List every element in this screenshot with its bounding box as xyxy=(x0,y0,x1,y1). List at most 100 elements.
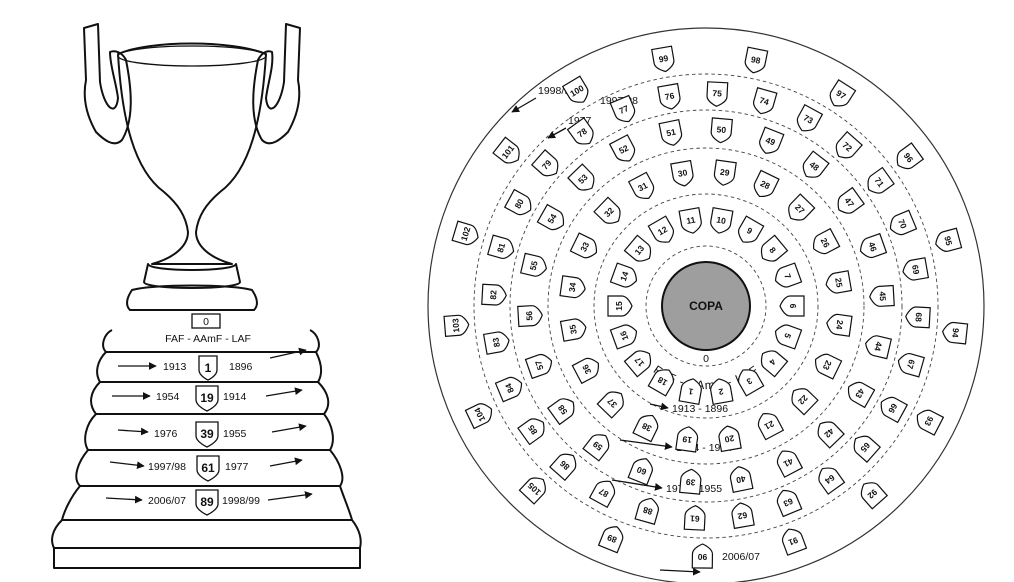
base-shield-number: 34 xyxy=(567,282,578,293)
base-shield-number: 69 xyxy=(910,264,922,275)
base-shield: 36 xyxy=(571,357,599,385)
base-shield: 5 xyxy=(774,324,803,350)
base-shield-number: 26 xyxy=(819,236,832,249)
base-shield: 100 xyxy=(561,75,589,103)
base-shield: 27 xyxy=(788,193,816,221)
base-shield: 4 xyxy=(760,350,789,378)
base-shield-number: 7 xyxy=(782,272,793,280)
base-shield-number: 94 xyxy=(950,328,961,339)
tier-shield: 61 xyxy=(196,455,220,482)
base-shield-number: 54 xyxy=(545,212,558,225)
base-shield: 43 xyxy=(847,381,876,409)
base-shield-number: 44 xyxy=(872,341,884,353)
base-shield-number: 76 xyxy=(664,90,675,102)
base-shield: 24 xyxy=(826,313,853,337)
base-shield: 16 xyxy=(609,324,638,350)
base-shield-number: 1 xyxy=(687,386,694,397)
base-shield: 14 xyxy=(609,262,638,288)
base-shield: 105 xyxy=(518,477,546,505)
base-shield: 91 xyxy=(781,528,808,556)
base-shield: 84 xyxy=(494,376,523,403)
base-shield: 8 xyxy=(760,234,789,262)
base-shield-number: 56 xyxy=(524,311,535,321)
svg-text:39: 39 xyxy=(200,427,214,441)
base-shield-number: 46 xyxy=(866,241,879,254)
svg-text:19: 19 xyxy=(200,391,214,405)
base-shield-number: 5 xyxy=(782,332,793,340)
base-shield-number: 28 xyxy=(759,178,772,191)
base-shield: 2 xyxy=(710,378,734,405)
tier-right-label: 1977 xyxy=(225,461,249,473)
base-shield: 9 xyxy=(738,215,765,243)
base-diagram: COPA 0 FAF - AAmF - LAF 1913 - 1896 1954… xyxy=(427,27,985,582)
base-shield: 3 xyxy=(738,369,765,397)
base-shield-number: 15 xyxy=(614,301,624,311)
ring-guide xyxy=(593,193,819,419)
base-shield: 81 xyxy=(487,234,515,259)
base-shield: 48 xyxy=(802,150,830,178)
base-shield: 93 xyxy=(916,409,945,436)
base-shield-number: 82 xyxy=(488,290,498,300)
base-shield: 21 xyxy=(757,413,785,441)
base-shield-number: 70 xyxy=(896,217,909,230)
base-shield: 85 xyxy=(517,418,545,446)
base-shield-number: 3 xyxy=(745,376,754,387)
ring-label: 1913 - 1896 xyxy=(672,403,728,415)
base-shield-number: 102 xyxy=(459,225,473,242)
base-shield: 55 xyxy=(519,252,547,277)
base-shield-number: 95 xyxy=(942,235,954,247)
base-shield: 104 xyxy=(464,403,493,430)
trophy-plaque xyxy=(191,313,221,329)
base-shield: 1 xyxy=(678,378,702,405)
ring-guide xyxy=(645,245,767,367)
base-shield-number: 21 xyxy=(763,419,776,432)
trophy-left-handle xyxy=(83,23,132,145)
base-shield: 74 xyxy=(753,87,778,115)
base-shield: 75 xyxy=(706,81,729,107)
tier-shield: 89 xyxy=(195,489,219,516)
base-shield: 49 xyxy=(759,126,785,154)
base-shield: 76 xyxy=(657,82,681,110)
svg-text:1: 1 xyxy=(205,361,212,375)
ring-guide xyxy=(509,109,903,503)
tier-shield: 1 xyxy=(198,355,218,381)
svg-text:61: 61 xyxy=(201,461,215,475)
base-shield: 71 xyxy=(867,166,895,194)
base-shield: 33 xyxy=(569,232,598,259)
base-shield: 51 xyxy=(658,119,683,146)
base-shield: 80 xyxy=(503,188,532,216)
base-shield-number: 77 xyxy=(617,103,630,116)
base-shield-number: 67 xyxy=(905,358,917,370)
base-shield: 44 xyxy=(865,335,893,360)
base-shield-number: 99 xyxy=(658,53,669,65)
base-shield-number: 93 xyxy=(922,415,935,428)
base-shield-number: 80 xyxy=(513,197,526,210)
base-shield-number: 61 xyxy=(690,513,700,523)
base-shield-number: 23 xyxy=(821,359,834,372)
base-shield: 58 xyxy=(546,398,575,426)
base-shield: 70 xyxy=(889,209,918,236)
base-shield-number: 2 xyxy=(718,386,725,397)
ring-guide xyxy=(473,73,939,539)
base-shield: 62 xyxy=(731,502,755,530)
base-shield: 94 xyxy=(942,321,969,345)
base-shield: 65 xyxy=(853,435,882,463)
base-shield: 15 xyxy=(607,295,633,317)
base-shield: 11 xyxy=(678,207,702,234)
base-shield: 83 xyxy=(482,331,510,355)
base-shield-number: 66 xyxy=(886,402,899,415)
base-shield: 22 xyxy=(791,388,819,416)
base-shield: 66 xyxy=(880,396,909,424)
base-shield: 92 xyxy=(860,482,889,510)
base-shield: 40 xyxy=(729,466,754,493)
base-shield-number: 8 xyxy=(767,245,778,255)
base-shield: 86 xyxy=(549,453,577,482)
base-shield: 31 xyxy=(627,171,655,199)
tier-left-label: 1913 xyxy=(163,361,187,373)
base-shield: 96 xyxy=(896,142,925,170)
base-shield: 17 xyxy=(623,350,652,378)
base-shield: 103 xyxy=(443,314,470,337)
base-shield-number: 52 xyxy=(617,143,630,156)
base-shield: 102 xyxy=(451,220,479,246)
base-shield: 90 xyxy=(691,543,714,569)
